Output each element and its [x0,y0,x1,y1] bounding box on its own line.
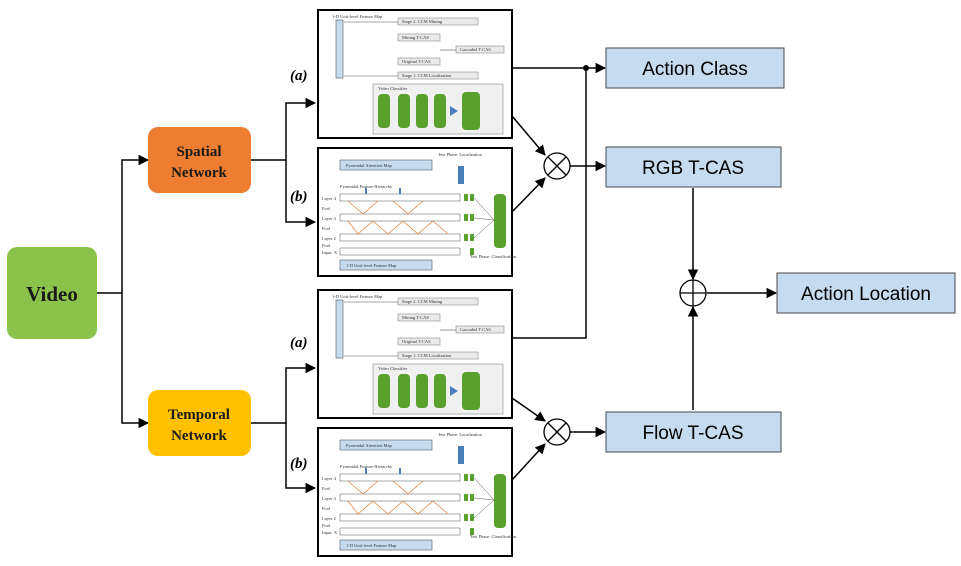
thumbnail-a-temporal: 1-D Unit-level Feature Map Stage 2: CCM … [317,289,513,419]
thumb-a-stage1: Stage 1: CCM Localization [402,353,452,358]
thumb-b-pfh: Pyramidal Feature Hierarchy [340,464,393,469]
thumb-b-pool1: Pool [322,206,331,211]
thumbnail-b-spatial: Pyramidal Attention Map Test Phase: Loca… [317,147,517,277]
thumb-a-classifier: Video Classifier [378,366,408,371]
thumb-b-pool2: Pool [322,506,331,511]
thumbnail-b-temporal: Pyramidal Attention Map Test Phase: Loca… [317,427,517,557]
thumb-b-test-loc: Test Phase: Localization [438,432,483,437]
thumb-b-pam: Pyramidal Attention Map [346,443,392,448]
action-class-label: Action Class [642,59,748,80]
thumb-b-feature-map: 1-D Unit-level Feature Map [346,263,397,268]
thumb-b-test-cls: Test Phase: Classification [470,534,517,539]
temporal-network-node: Temporal Network [148,390,251,456]
add-operator [679,279,707,307]
multiply-operator-spatial [543,152,571,180]
thumb-b-pfh: Pyramidal Feature Hierarchy [340,184,393,189]
thumb-a-stage2: Stage 2: CCM Mining [402,299,443,304]
thumb-a-mining: Mining T-CAS [402,315,429,320]
flow-tcas-label: Flow T-CAS [642,423,743,444]
thumb-b-input: Input: X [322,530,338,535]
thumbnail-a-spatial: 1-D Unit-level Feature Map Stage 2: CCM … [317,9,513,139]
action-class-box: Action Class [605,47,785,89]
thumb-b-test-cls: Test Phase: Classification [470,254,517,259]
thumb-a-cascaded: Cascaded T-CAS [460,327,491,332]
temporal-label-line1: Temporal [168,407,230,423]
branch-label-a-temporal: (a) [290,335,308,351]
thumb-a-cascaded: Cascaded T-CAS [460,47,491,52]
thumb-a-mining: Mining T-CAS [402,35,429,40]
thumb-a-stage1: Stage 1: CCM Localization [402,73,452,78]
rgb-tcas-box: RGB T-CAS [605,146,782,188]
video-node: Video [7,247,97,339]
thumb-b-pam: Pyramidal Attention Map [346,163,392,168]
multiply-operator-temporal [543,418,571,446]
temporal-label-line2: Network [171,428,227,444]
thumb-a-original: Original T-CAS [402,339,431,344]
video-label: Video [26,282,78,306]
spatial-label-line2: Network [171,165,227,181]
thumb-a-stage2: Stage 2: CCM Mining [402,19,443,24]
rgb-tcas-label: RGB T-CAS [642,158,744,179]
connectors [97,62,778,494]
spatial-label-line1: Spatial [176,144,221,160]
thumb-b-feature-map: 1-D Unit-level Feature Map [346,543,397,548]
spatial-network-node: Spatial Network [148,127,251,193]
thumb-b-test-loc: Test Phase: Localization [438,152,483,157]
action-location-label: Action Location [801,284,931,305]
thumb-b-pool2: Pool [322,226,331,231]
thumb-b-pool1: Pool [322,486,331,491]
thumb-b-layer4: Layer 4 [322,196,337,201]
thumb-b-pool3: Pool [322,523,331,528]
thumb-b-layer2: Layer 2 [322,516,336,521]
thumb-a-feature-map: 1-D Unit-level Feature Map [332,294,383,299]
action-location-box: Action Location [776,272,956,314]
thumb-a-original: Original T-CAS [402,59,431,64]
flow-tcas-box: Flow T-CAS [605,411,782,453]
branch-label-b-temporal: (b) [290,456,308,472]
thumb-b-pool3: Pool [322,243,331,248]
branch-label-a-spatial: (a) [290,68,308,84]
junction-dot [583,65,589,71]
thumb-b-input: Input: X [322,250,338,255]
thumb-b-layer3: Layer 3 [322,216,337,221]
thumb-a-classifier: Video Classifier [378,86,408,91]
thumb-b-layer2: Layer 2 [322,236,336,241]
branch-label-b-spatial: (b) [290,189,308,205]
thumb-b-layer3: Layer 3 [322,496,337,501]
thumb-b-layer4: Layer 4 [322,476,337,481]
thumb-a-feature-map: 1-D Unit-level Feature Map [332,14,383,19]
